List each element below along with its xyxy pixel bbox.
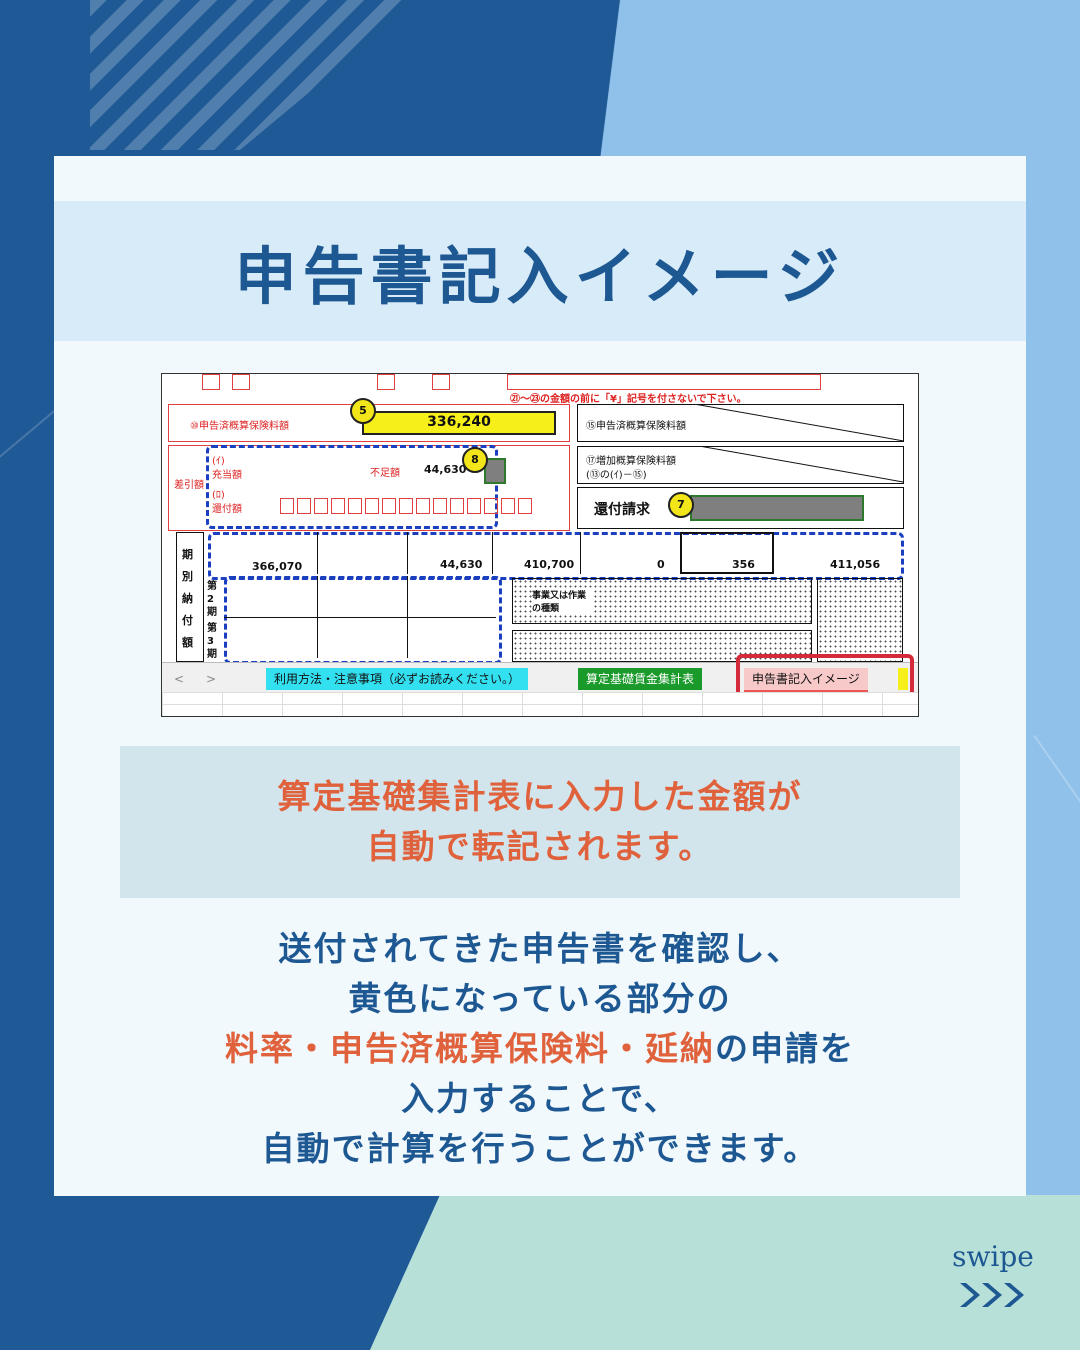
right-box-1 [577,404,904,442]
refund-request-label: 還付請求 [594,502,650,518]
refund-request-field[interactable] [690,495,864,521]
shortfall-value: 44,630 [424,463,467,476]
highlight-note: 算定基礎集計表に入力した金額が 自動で転記されます。 [120,746,960,898]
period-label: 期別納付額 [182,548,193,649]
refund-request-box [577,487,904,529]
body-line-2: 黄色になっている部分の [348,979,732,1018]
prev-premium-field[interactable]: 336,240 [362,411,556,435]
sheet-tab-bar: < > 利用方法・注意事項（必ずお読みください。） 算定基礎賃金集計表 申告書記… [162,662,918,693]
title-band: 申告書記入イメージ [54,201,1026,341]
form-cell [202,374,220,390]
form-cell [432,374,450,390]
tab-filing-image[interactable]: 申告書記入イメージ [744,668,868,692]
right-label-2: ⑰増加概算保険料額 [586,456,676,467]
body-line-5: 自動で計算を行うことができます。 [261,1129,819,1168]
row-divider [224,617,496,619]
sheet-grid [162,692,918,716]
note-line-2: 自動で転記されます。 [366,827,714,866]
period-2: 第2期 [207,581,217,618]
dashed-highlight [206,445,498,529]
col-divider [580,532,582,574]
form-cell [232,374,250,390]
label-b-text: 還付額 [212,504,242,515]
dashed-highlight [208,532,904,580]
val-3: 410,700 [524,558,575,571]
col-divider [772,532,774,574]
business-type-label: 事業又は作業の種類 [532,588,592,614]
background-line [1033,734,1080,868]
body-line-1: 送付されてきた申告書を確認し、 [278,929,802,968]
period-label-box [176,532,204,662]
period-3: 第3期 [207,623,217,660]
nav-prev-button[interactable]: < [174,672,185,686]
body-line-3-rest: の申請を [715,1029,855,1068]
dotted-box [817,578,903,662]
nav-next-button[interactable]: > [206,672,217,686]
tab-usage-notes[interactable]: 利用方法・注意事項（必ずお読みください。） [266,668,529,690]
form-cell [507,374,821,390]
col-divider [407,532,409,574]
label-a: (ｲ) [212,456,225,467]
label-a-text: 充当額 [212,470,242,481]
body-line-3: 料率・申告済概算保険料・延納の申請を [54,1024,1026,1074]
tab-yellow-partial[interactable] [898,668,908,690]
swipe-arrows-icon [960,1283,1024,1307]
note-line-1: 算定基礎集計表に入力した金額が [277,777,803,816]
label-b: (ﾛ) [212,490,225,501]
form-cell [377,374,395,390]
right-label-1: ⑮申告済概算保険料額 [586,421,686,432]
val-2: 44,630 [440,558,483,571]
prev-premium-label: ⑩申告済概算保険料額 [190,421,289,432]
content-card: 申告書記入イメージ ㉑～㉓の金額の前に「¥」記号を付さないで下さい。 ⑩申告済概… [54,156,1026,1196]
badge-7: 7 [668,492,694,518]
shortfall-label: 不足額 [370,468,400,479]
deduction-label: 差引額 [174,480,204,491]
val-1: 366,070 [252,560,303,573]
swipe-label: swipe [952,1240,1034,1273]
page-title: 申告書記入イメージ [234,240,846,313]
top-note: ㉑～㉓の金額の前に「¥」記号を付さないで下さい。 [510,394,747,405]
badge-5: 5 [350,398,376,424]
refund-digit-cells [280,498,535,514]
right-box-2 [577,446,904,484]
body-text: 送付されてきた申告書を確認し、 黄色になっている部分の 料率・申告済概算保険料・… [54,924,1026,1174]
highlighted-terms: 料率・申告済概算保険料・延納 [225,1029,715,1068]
body-line-4: 入力することで、 [401,1079,679,1118]
val-6: 411,056 [830,558,881,571]
spreadsheet-screenshot: ㉑～㉓の金額の前に「¥」記号を付さないで下さい。 ⑩申告済概算保険料額 336,… [161,373,919,717]
dotted-box [512,630,812,662]
col-divider [492,532,494,574]
badge-8: 8 [462,447,488,473]
tab-wage-summary[interactable]: 算定基礎賃金集計表 [578,668,703,690]
val-5: 356 [732,558,755,571]
dashed-highlight [224,576,502,664]
val-4: 0 [657,558,665,571]
right-label-2b: (⑬の(ｲ)－⑮) [586,470,647,481]
selected-cell [680,532,774,574]
gray-input[interactable] [484,458,506,484]
col-divider [317,532,319,574]
